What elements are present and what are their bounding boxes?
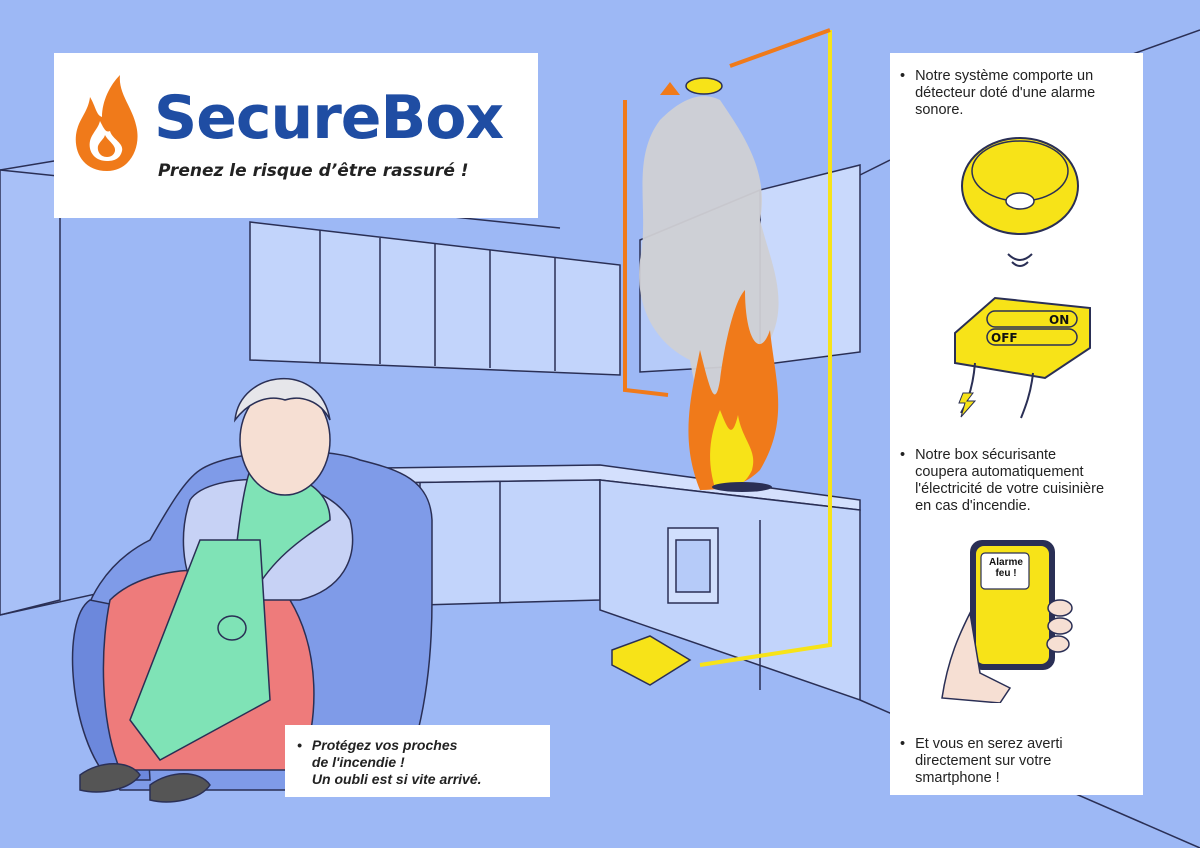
smoke-detector-icon [961,137,1079,235]
feature-text-line: Notre box sécurisante [915,447,1057,463]
feature-detector-bullet: • Notre système comporte un détecteur do… [900,68,1130,119]
sound-waves-icon [1007,253,1033,267]
bullet-dot: • [900,736,906,752]
flame-icon [75,75,138,171]
brand-name: SecureBox [154,83,504,153]
caption-line: Protégez vos proches [311,737,458,753]
feature-text-line: détecteur doté d'une alarme [915,85,1096,101]
caption-line: de l'incendie ! [311,754,405,770]
phone-alert-line: Alarme [989,557,1023,568]
switch-off-label: OFF [991,331,1018,345]
caption-card: • Protégez vos proches de l'incendie ! U… [285,725,550,797]
features-panel: • Notre système comporte un détecteur do… [890,53,1143,795]
feature-text-line: smartphone ! [915,770,1000,786]
feature-text-line: Notre système comporte un [915,68,1094,84]
floor-securebox [611,635,692,686]
feature-text-line: sonore. [915,102,964,118]
grandmother-figure [79,378,354,803]
bullet-dot: • [297,737,302,753]
feature-text-line: coupera automatiquement [915,464,1084,480]
smartphone-icon [941,540,1073,703]
phone-alert-line: feu ! [995,568,1017,579]
feature-text-line: Et vous en serez averti [915,736,1063,752]
feature-text-line: l'électricité de votre cuisinière [915,481,1105,497]
switch-on-label: ON [1049,313,1069,327]
brand-tagline: Prenez le risque d’être rassuré ! [158,161,469,181]
bullet-dot: • [900,68,906,84]
caption-bullet: • Protégez vos proches de l'incendie ! U… [297,737,482,788]
caption-line: Un oubli est si vite arrivé. [311,771,482,787]
bullet-dot: • [900,447,906,463]
securebox-switch-icon: ON OFF [954,296,1091,419]
brand-logo-card: SecureBox Prenez le risque d’être rassur… [54,53,538,218]
feature-phone-bullet: • Et vous en serez averti directement su… [900,736,1130,787]
feature-text-line: directement sur votre [915,753,1052,769]
feature-box-bullet: • Notre box sécurisante coupera automati… [900,447,1130,515]
feature-text-line: en cas d'incendie. [915,498,1031,514]
phone-alert-text: Alarme feu ! [982,557,1030,579]
